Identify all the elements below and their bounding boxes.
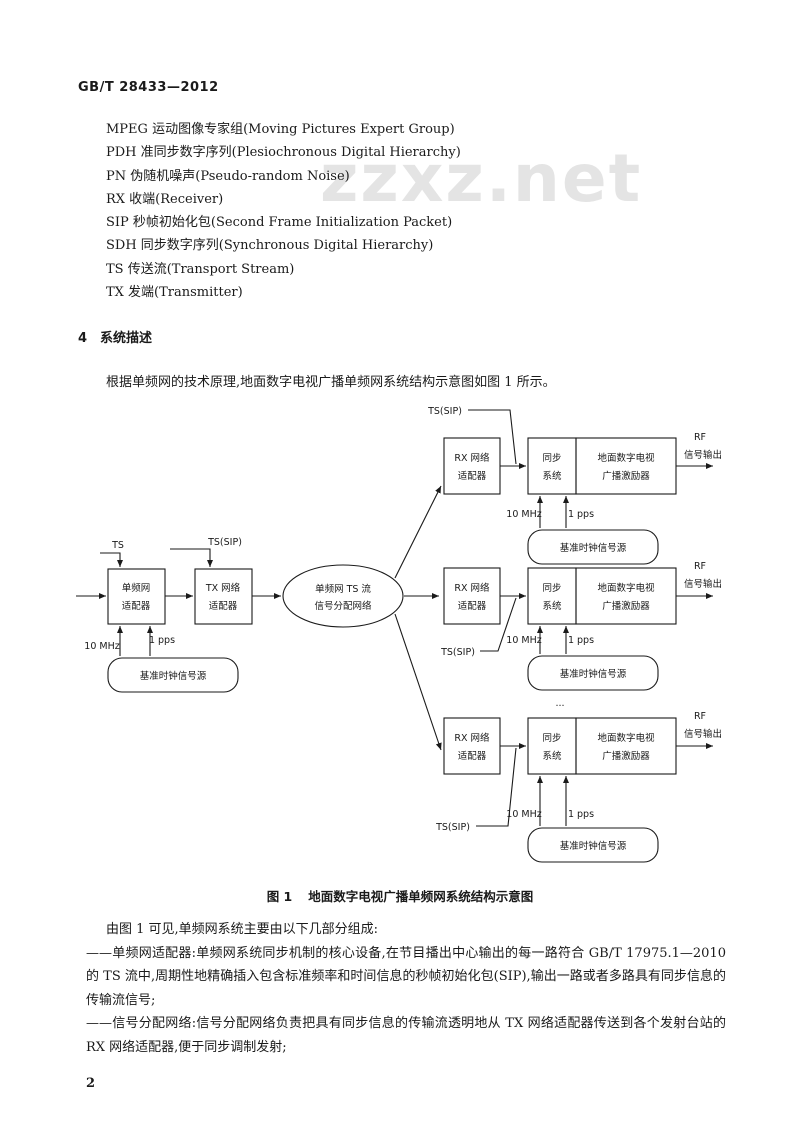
rf-label: RF <box>694 561 706 572</box>
tx-adapter-label: 适配器 <box>209 601 238 612</box>
frequency-label: 10 MHz <box>84 641 119 652</box>
frequency-label: 10 MHz <box>506 809 541 820</box>
sync-label: 系统 <box>542 750 562 762</box>
section-heading: 4 系统描述 <box>78 327 152 346</box>
rf-output-label: 信号输出 <box>684 449 722 461</box>
distribution-network-ellipse <box>282 564 404 628</box>
exciter-label: 地面数字电视 <box>597 582 655 594</box>
sync-label: 系统 <box>542 600 562 612</box>
abbreviation-item: RX 收端(Receiver) <box>106 191 224 207</box>
watermark: zzxz.net <box>320 140 643 217</box>
rx-adapter-box-2 <box>443 567 501 625</box>
exciter-box-3 <box>575 717 677 775</box>
clock-box-1 <box>527 529 659 565</box>
sync-box-2 <box>527 567 577 625</box>
body-text: 由图 1 可见,单频网系统主要由以下几部分组成: ——单频网适配器:单频网系统同… <box>86 918 726 1059</box>
ts-sip-label: TS(SIP) <box>207 537 242 548</box>
page-number: 2 <box>86 1076 96 1091</box>
rx-adapter-box-1 <box>443 437 501 495</box>
section-number: 4 <box>78 331 88 346</box>
clock-box-2 <box>527 655 659 691</box>
rx-adapter-box-3 <box>443 717 501 775</box>
abbreviation-item: TX 发端(Transmitter) <box>106 285 243 301</box>
rx-adapter-label: RX 网络 <box>454 732 490 744</box>
exciter-box-2 <box>575 567 677 625</box>
pps-label: 1 pps <box>568 809 594 820</box>
intro-paragraph: 根据单频网的技术原理,地面数字电视广播单频网系统结构示意图如图 1 所示。 <box>106 375 556 390</box>
frequency-label: 10 MHz <box>506 635 541 646</box>
sync-box-3 <box>527 717 577 775</box>
rf-output-label: 信号输出 <box>684 578 722 590</box>
distribution-network-label: 单频网 TS 流 <box>315 583 371 595</box>
body-item: ——信号分配网络:信号分配网络负责把具有同步信息的传输流透明地从 TX 网络适配… <box>86 1016 726 1055</box>
rf-label: RF <box>694 432 706 443</box>
left-clock-box <box>107 657 239 693</box>
figure-title: 地面数字电视广播单频网系统结构示意图 <box>308 889 534 904</box>
rx-adapter-label: 适配器 <box>458 471 487 482</box>
ts-sip-label: TS(SIP) <box>440 647 475 658</box>
abbreviation-item: TS 传送流(Transport Stream) <box>106 261 295 277</box>
body-item: ——单频网适配器:单频网系统同步机制的核心设备,在节目播出中心输出的每一路符合 … <box>86 945 726 1008</box>
frequency-label: 10 MHz <box>506 509 541 520</box>
ellipsis: ... <box>555 698 564 709</box>
clock-label: 基准时钟信号源 <box>560 840 627 852</box>
clock-box-3 <box>527 827 659 863</box>
abbreviation-item: SDH 同步数字序列(Synchronous Digital Hierarchy… <box>106 238 434 254</box>
clock-label: 基准时钟信号源 <box>560 542 627 554</box>
sfn-adapter-label: 适配器 <box>122 601 151 612</box>
abbreviation-list: MPEG 运动图像专家组(Moving Pictures Expert Grou… <box>106 118 461 304</box>
tx-adapter-box <box>194 568 253 625</box>
exciter-label: 地面数字电视 <box>597 452 655 464</box>
ts-sip-label: TS(SIP) <box>427 406 462 417</box>
pps-label: 1 pps <box>568 635 594 646</box>
exciter-box-1 <box>575 437 677 495</box>
rx-adapter-label: RX 网络 <box>454 582 490 594</box>
rf-label: RF <box>694 711 706 722</box>
figure-caption: 图 1 地面数字电视广播单频网系统结构示意图 <box>0 886 800 905</box>
abbreviation-item: SIP 秒帧初始化包(Second Frame Initialization P… <box>106 215 453 231</box>
exciter-label: 广播激励器 <box>602 750 650 762</box>
distribution-network-label: 信号分配网络 <box>314 600 372 612</box>
exciter-label: 广播激励器 <box>602 470 650 482</box>
clock-label: 基准时钟信号源 <box>140 670 207 682</box>
sync-label: 同步 <box>542 733 561 744</box>
sfn-system-diagram: 单频网 适配器 TX 网络 适配器 单频网 TS 流 信号分配网络 基准时钟信号… <box>76 406 722 863</box>
sync-box-1 <box>527 437 577 495</box>
rx-adapter-label: RX 网络 <box>454 452 490 464</box>
abbreviation-item: PN 伪随机噪声(Pseudo-random Noise) <box>106 168 350 184</box>
ts-sip-label: TS(SIP) <box>435 822 470 833</box>
clock-label: 基准时钟信号源 <box>560 668 627 680</box>
sfn-adapter-box <box>107 568 166 625</box>
exciter-label: 广播激励器 <box>602 600 650 612</box>
sync-label: 同步 <box>542 583 561 594</box>
sync-label: 同步 <box>542 453 561 464</box>
abbreviation-item: PDH 准同步数字序列(Plesiochronous Digital Hiera… <box>106 145 461 161</box>
rx-adapter-label: 适配器 <box>458 601 487 612</box>
figure-number: 图 1 <box>266 889 293 904</box>
standard-number: GB/T 28433—2012 <box>78 80 219 95</box>
ts-input-label: TS <box>111 540 124 551</box>
pps-label: 1 pps <box>568 509 594 520</box>
body-lead: 由图 1 可见,单频网系统主要由以下几部分组成: <box>106 922 379 937</box>
sfn-adapter-label: 单频网 <box>122 582 151 594</box>
exciter-label: 地面数字电视 <box>597 732 655 744</box>
section-title: 系统描述 <box>100 331 153 346</box>
abbreviation-item: MPEG 运动图像专家组(Moving Pictures Expert Grou… <box>106 122 455 137</box>
sync-label: 系统 <box>542 470 562 482</box>
rx-adapter-label: 适配器 <box>458 751 487 762</box>
pps-label: 1 pps <box>149 635 175 646</box>
tx-adapter-label: TX 网络 <box>205 582 241 594</box>
rf-output-label: 信号输出 <box>684 728 722 740</box>
